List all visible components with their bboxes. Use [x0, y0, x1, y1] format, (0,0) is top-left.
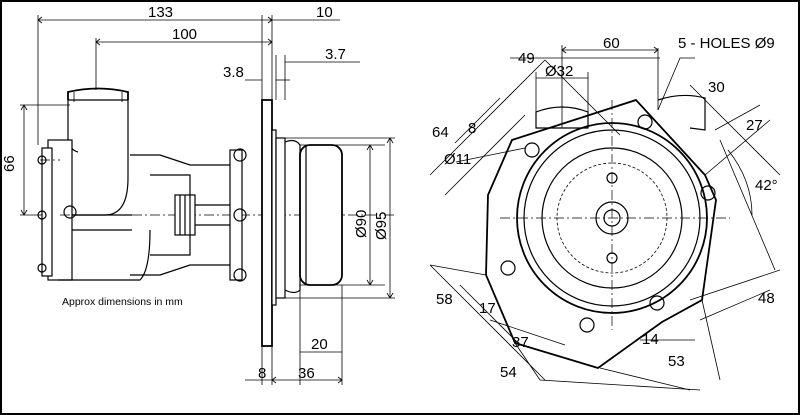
- dim-37: 37: [512, 334, 529, 351]
- dim-49: 49: [518, 50, 535, 67]
- dim-58: 58: [436, 291, 453, 308]
- dim-14: 14: [642, 331, 659, 348]
- dim-port: Ø32: [545, 63, 573, 80]
- dim-60: 60: [603, 35, 620, 52]
- dim-hub-depth: 20: [311, 336, 328, 353]
- dim-8: 8: [468, 120, 476, 137]
- dim-holes: 5 - HOLES Ø9: [678, 35, 775, 52]
- dimensions-note: Approx dimensions in mm: [62, 296, 183, 308]
- dim-30: 30: [708, 79, 725, 96]
- dim-64: 64: [432, 124, 449, 141]
- dim-27: 27: [746, 117, 763, 134]
- dim-hole-dia: Ø11: [444, 151, 471, 168]
- front-view: [429, 45, 781, 391]
- dim-53: 53: [668, 353, 685, 370]
- dim-height: 66: [1, 155, 18, 172]
- dim-overall-length: 133: [148, 4, 173, 21]
- dim-gap-b: 3.7: [325, 46, 346, 63]
- dim-dia-hub: Ø90: [353, 210, 370, 238]
- dim-hub-length: 36: [298, 365, 315, 382]
- dim-outlet-offset: 100: [172, 26, 197, 43]
- dim-gap-a: 3.8: [223, 64, 244, 81]
- dim-flange-width: 8: [258, 365, 266, 382]
- dim-48: 48: [758, 290, 775, 307]
- dim-54: 54: [500, 364, 517, 381]
- dim-17: 17: [479, 300, 496, 317]
- side-view: [20, 15, 395, 385]
- dim-dia-flange: Ø95: [373, 212, 390, 240]
- dim-flange-thickness-top: 10: [316, 4, 333, 21]
- dim-angle: 42°: [755, 177, 778, 194]
